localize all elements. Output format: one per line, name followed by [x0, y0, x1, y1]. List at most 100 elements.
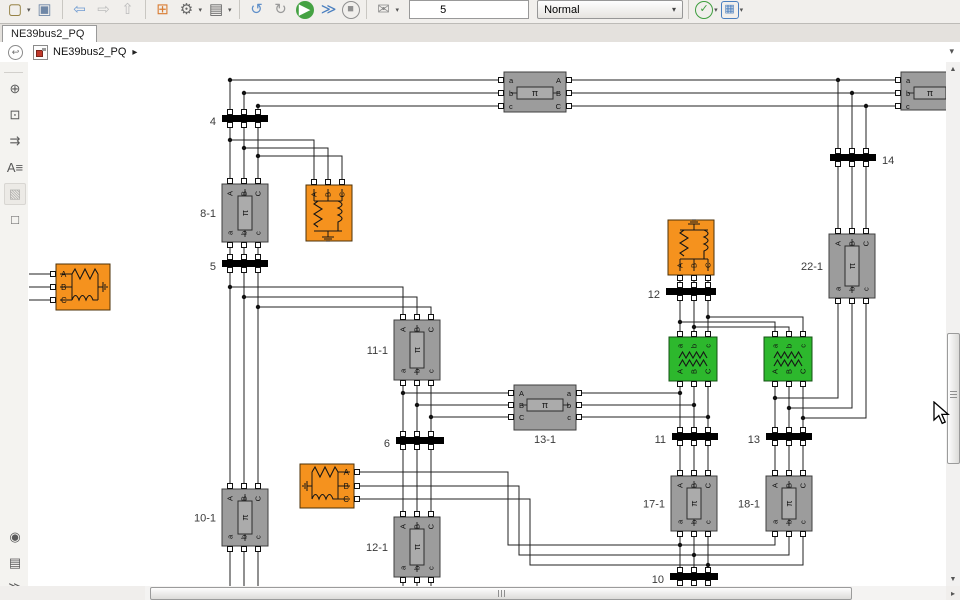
new-model-button-caret[interactable]: ▾	[27, 6, 31, 14]
model-configuration-button[interactable]: ▤	[208, 1, 224, 18]
toolbar-separator	[365, 0, 367, 19]
model-advisor-button[interactable]: ✓	[695, 0, 714, 19]
scroll-up-button[interactable]: ▲	[949, 65, 957, 73]
load-4[interactable]: ABC	[299, 463, 360, 509]
annotation-tool[interactable]: A≡	[6, 159, 24, 175]
refresh-model-button[interactable]: ↺	[250, 1, 263, 18]
model-advisor-button-caret[interactable]: ▾	[714, 6, 718, 14]
navigate-up-button[interactable]: ↩	[8, 44, 23, 60]
viewmarks-tool[interactable]: ▤	[8, 555, 22, 570]
scroll-down-button[interactable]: ▼	[949, 575, 957, 583]
port-stub	[508, 402, 514, 408]
wire[interactable]	[359, 498, 804, 566]
model-settings-button-caret[interactable]: ▾	[198, 6, 203, 14]
screenshot-tool[interactable]: ◉	[9, 529, 21, 544]
port-stub	[705, 531, 711, 537]
port-stub	[677, 295, 683, 301]
wire[interactable]	[257, 105, 499, 109]
wire[interactable]	[258, 155, 343, 179]
port-label: c	[862, 287, 871, 291]
export-button-caret[interactable]: ▾	[395, 6, 400, 14]
breadcrumb-options-caret[interactable]: ▾	[949, 46, 954, 56]
image-tool[interactable]: ▧	[4, 183, 26, 205]
wire[interactable]	[694, 326, 790, 331]
signal-routing-tool[interactable]: ⇉	[9, 133, 21, 148]
bus-4[interactable]: 4	[210, 109, 268, 129]
wire[interactable]	[244, 147, 329, 179]
back-button[interactable]: ⇦	[73, 1, 86, 18]
wire[interactable]	[258, 306, 432, 314]
port-label: b	[690, 344, 699, 348]
wire[interactable]	[244, 296, 418, 314]
wire[interactable]	[708, 316, 804, 331]
export-button[interactable]: ✉	[377, 1, 390, 18]
load-1[interactable]: ABC	[50, 263, 111, 311]
stop-time-input[interactable]	[409, 0, 530, 19]
sample-time-legend-button[interactable]: ▦	[720, 0, 739, 19]
step-forward-button[interactable]: ≫	[320, 1, 337, 18]
bus-10[interactable]: 10	[652, 567, 718, 587]
port-stub	[428, 511, 434, 517]
wire-junction	[241, 145, 247, 151]
zoom-in-tool[interactable]: ⊕	[9, 81, 21, 96]
horizontal-scroll-thumb[interactable]	[150, 587, 852, 600]
wire[interactable]	[243, 92, 499, 109]
wire[interactable]	[680, 321, 776, 331]
bus-6[interactable]: 6	[384, 431, 444, 451]
horizontal-scrollbar[interactable]	[0, 586, 960, 600]
vertical-scroll-thumb[interactable]	[947, 333, 960, 464]
wire[interactable]	[230, 139, 315, 179]
bus-11[interactable]: 11	[655, 427, 718, 447]
save-button[interactable]: ▣	[37, 1, 52, 18]
horizontal-scroll-track[interactable]	[145, 586, 946, 600]
scroll-right-button[interactable]: ▸	[946, 586, 960, 600]
breadcrumb-caret-icon[interactable]: ▸	[132, 46, 138, 58]
update-diagram-button[interactable]: ↻	[274, 1, 287, 18]
wire[interactable]	[803, 303, 867, 419]
forward-button[interactable]: ⇨	[97, 1, 110, 18]
fit-to-view-tool[interactable]: ⊡	[9, 107, 21, 122]
port-stub	[414, 431, 420, 437]
breadcrumb[interactable]: NE39bus2_PQ	[53, 46, 127, 58]
bus-12[interactable]: 12	[648, 282, 716, 302]
port-stub	[800, 531, 806, 537]
model-settings-button[interactable]: ⚙	[179, 1, 194, 18]
port-stub	[566, 103, 572, 109]
wire[interactable]	[229, 79, 499, 109]
up-to-parent-button[interactable]: ⇧	[121, 1, 134, 18]
sample-time-legend-button-caret[interactable]: ▾	[739, 6, 744, 14]
run-button[interactable]: ▶	[295, 0, 314, 19]
vertical-scrollbar[interactable]: ▲ ▼	[946, 62, 960, 586]
wire[interactable]	[775, 303, 839, 399]
bus-13[interactable]: 13	[748, 427, 812, 447]
area-tool[interactable]: □	[11, 211, 19, 227]
wire[interactable]	[359, 471, 776, 546]
wire[interactable]	[359, 485, 790, 556]
simulation-mode-select[interactable]: Normal▾	[537, 0, 684, 19]
bus-14[interactable]: 14	[830, 148, 894, 168]
model-configuration-button-caret[interactable]: ▾	[228, 6, 232, 14]
stop-button[interactable]: ■	[341, 0, 360, 19]
bus-5[interactable]: 5	[210, 254, 268, 274]
wire[interactable]	[789, 303, 853, 409]
new-model-button[interactable]: ▢	[7, 1, 23, 18]
library-browser-button[interactable]: ⊞	[156, 1, 169, 18]
wire[interactable]	[230, 286, 404, 314]
tab-ne39bus2-pq[interactable]: NE39bus2_PQ	[2, 25, 98, 42]
